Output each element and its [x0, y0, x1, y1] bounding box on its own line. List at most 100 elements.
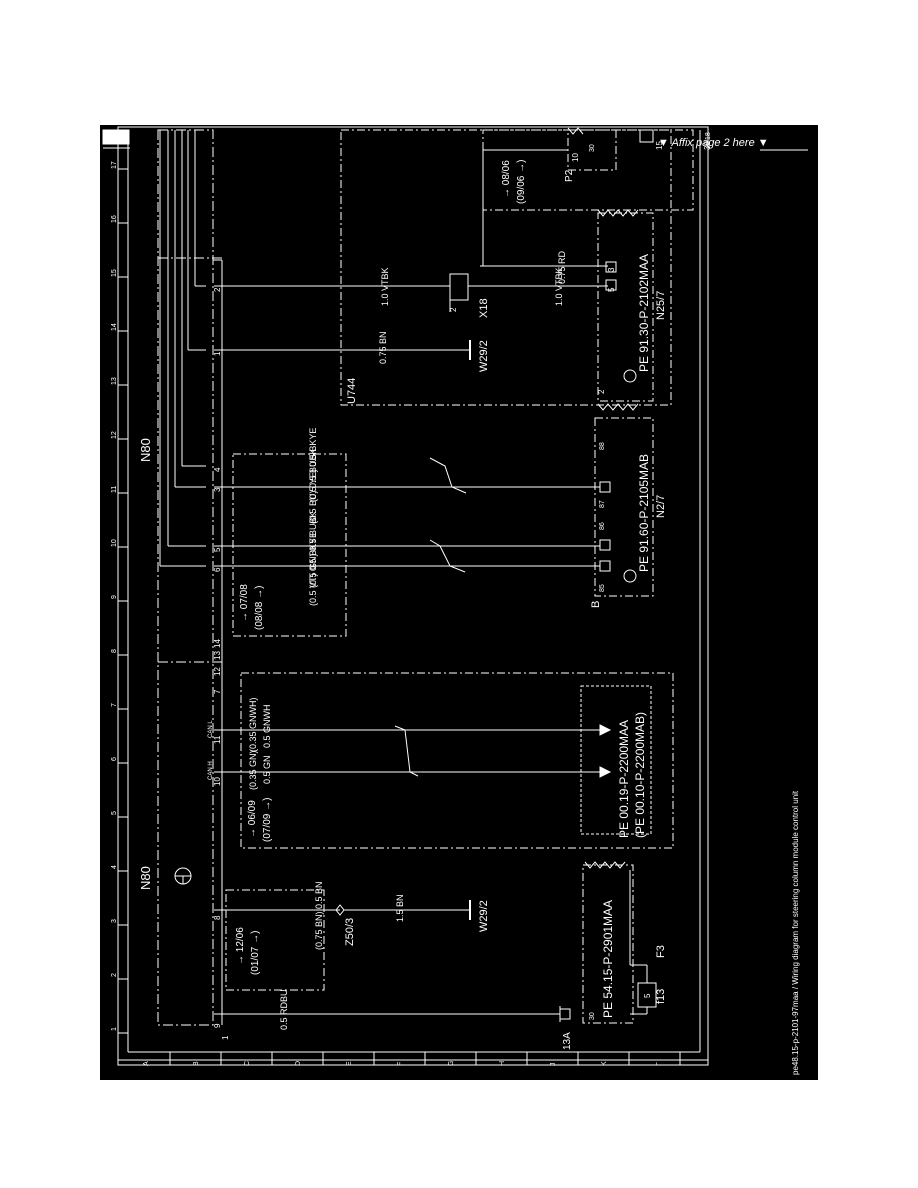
date-0808: (08/08 →): [254, 586, 265, 630]
pin-n257-3: 3: [607, 267, 616, 272]
col-4: 4: [111, 865, 118, 869]
row-h: H: [499, 1061, 506, 1066]
pin-9: 9: [213, 1023, 222, 1028]
date-0708: → 07/08: [239, 584, 250, 622]
date-0709: (07/09 →): [262, 798, 273, 842]
pin-8: 8: [213, 915, 222, 920]
pin-3: 3: [213, 487, 222, 492]
col-6: 6: [111, 757, 118, 761]
row-d: D: [295, 1061, 302, 1066]
label-n80-bottom: N80: [138, 866, 153, 890]
wire-label-gnwh-a: (0.35 GNWH): [248, 697, 258, 752]
row-grid-ticks: [169, 1052, 681, 1065]
pin-2: 2: [213, 287, 222, 292]
pin-f3-30: 30: [589, 1012, 596, 1020]
col-11: 11: [111, 486, 118, 493]
date-0806: → 08/06: [501, 160, 512, 198]
column-numbers: 1 2 3 4 5 6 7 8 9 10 11 12 13 14 15 16 1…: [111, 132, 712, 1031]
col-15: 15: [111, 269, 118, 277]
pin-13: 13: [213, 651, 222, 660]
wire-label-bn: (0.75 BN) 0.5 BN: [314, 881, 324, 950]
x18-connector: [449, 273, 469, 301]
pin-p2-30: 30: [589, 144, 596, 152]
col-14: 14: [111, 323, 118, 331]
row-l: L: [652, 1062, 659, 1066]
label-z50-3: Z50/3: [344, 918, 356, 946]
affix-note: ▼ Affix page 2 here ▼: [658, 137, 769, 149]
pin-11: 11: [213, 735, 222, 744]
label-p2: P2: [564, 169, 575, 182]
column-grid-ticks: [118, 168, 128, 1034]
row-c: C: [244, 1061, 251, 1066]
pin-1: 1: [213, 351, 222, 356]
wire-label-15bn: 1.5 BN: [395, 894, 405, 922]
ground-symbol: [623, 569, 637, 583]
row-a: A: [143, 1061, 150, 1066]
ref-pe-54-15: PE 54.15-P-2901MAA: [601, 900, 615, 1018]
wire-label-rd: 0.75 RD: [557, 250, 567, 284]
n2-7-box: [594, 417, 654, 597]
pin-10: 10: [213, 777, 222, 786]
steering-wheel-icon: [174, 867, 192, 885]
pin-can-l: CAN L: [208, 720, 214, 738]
col-8: 8: [111, 649, 118, 653]
row-k: K: [601, 1061, 608, 1066]
pin-14: 14: [213, 639, 222, 648]
caption: pe48.15-p-2101-97maa / Wiring diagram fo…: [791, 790, 800, 1075]
col-13: 13: [111, 377, 118, 385]
label-b: B: [590, 601, 602, 608]
col-2: 2: [111, 973, 118, 977]
label-u744: U744: [346, 378, 358, 404]
col-3: 3: [111, 919, 118, 923]
pin-5: 5: [213, 547, 222, 552]
page-tab: [102, 129, 130, 145]
label-f3: F3: [655, 945, 667, 958]
wire-label-bu: (0.5 BU) 0.5 BUBK: [308, 448, 318, 524]
pin-6: 6: [213, 567, 222, 572]
col-18: 18: [705, 132, 712, 140]
box-0609: [240, 672, 674, 849]
label-13a: 13A: [562, 1032, 573, 1050]
pin-n1: 1: [221, 1035, 230, 1040]
wire-label-vt: (0.5 VT) 0.5 BKYE: [308, 532, 318, 606]
wire-label-gn-hi: (0.35 GN): [248, 750, 258, 790]
col-1: 1: [111, 1027, 118, 1031]
row-b: B: [193, 1061, 200, 1066]
pin-x18-2: 2: [449, 307, 458, 312]
col-16: 16: [111, 215, 118, 223]
pin-30-kl: 30: [703, 141, 712, 150]
col-17: 17: [111, 161, 118, 169]
date-0906: (09/06 →): [516, 160, 527, 204]
date-1206: → 12/06: [235, 927, 246, 965]
wire-label-gn: 0.5 GN: [262, 755, 272, 784]
pin-p2-10: 10: [571, 153, 580, 162]
pin-can-h: CAN H: [208, 761, 214, 780]
diagram-panel: [100, 125, 818, 1080]
fuse-15: [639, 129, 654, 143]
col-5: 5: [111, 811, 118, 815]
wire-label-vtbk-b: 1.0 VTBK: [554, 267, 564, 306]
ecu-pe-00-19: [580, 685, 652, 835]
col-7: 7: [111, 703, 118, 707]
wire-label-gn-bu: (0.5 GN) 0.5 BUBK: [308, 511, 318, 588]
n80-box: [157, 129, 214, 1026]
inner-frame: [117, 126, 709, 1066]
rotated-labels: N80 N80 U744 X18 N25/7 N2/7 P2 Z50/3 W29…: [138, 141, 800, 1075]
col-12: 12: [111, 431, 118, 439]
ref-pe-91-60: PE 91.60-P-2105MAB: [637, 454, 651, 572]
wire-label-ye: (0.5 YE) 0.5 BKYE: [308, 428, 318, 502]
pin-n257-2: 2: [597, 389, 606, 394]
ref-pe-00-19: PE 00.19-P-2200MAA: [617, 720, 631, 838]
f3-fuse-box: [582, 864, 634, 1024]
z50-3-splice: [335, 904, 345, 916]
label-x18: X18: [478, 298, 490, 318]
ref-pe-91-30: PE 91.30-P-2102MAA: [637, 254, 651, 372]
pin-85: 85: [599, 584, 606, 592]
row-g: G: [448, 1061, 455, 1066]
date-0107: (01/07 →): [250, 931, 261, 975]
label-f13: f13: [655, 989, 667, 1004]
box-0806: [482, 129, 694, 211]
pin-7: 7: [213, 689, 222, 694]
pin-15: 15: [655, 141, 664, 150]
